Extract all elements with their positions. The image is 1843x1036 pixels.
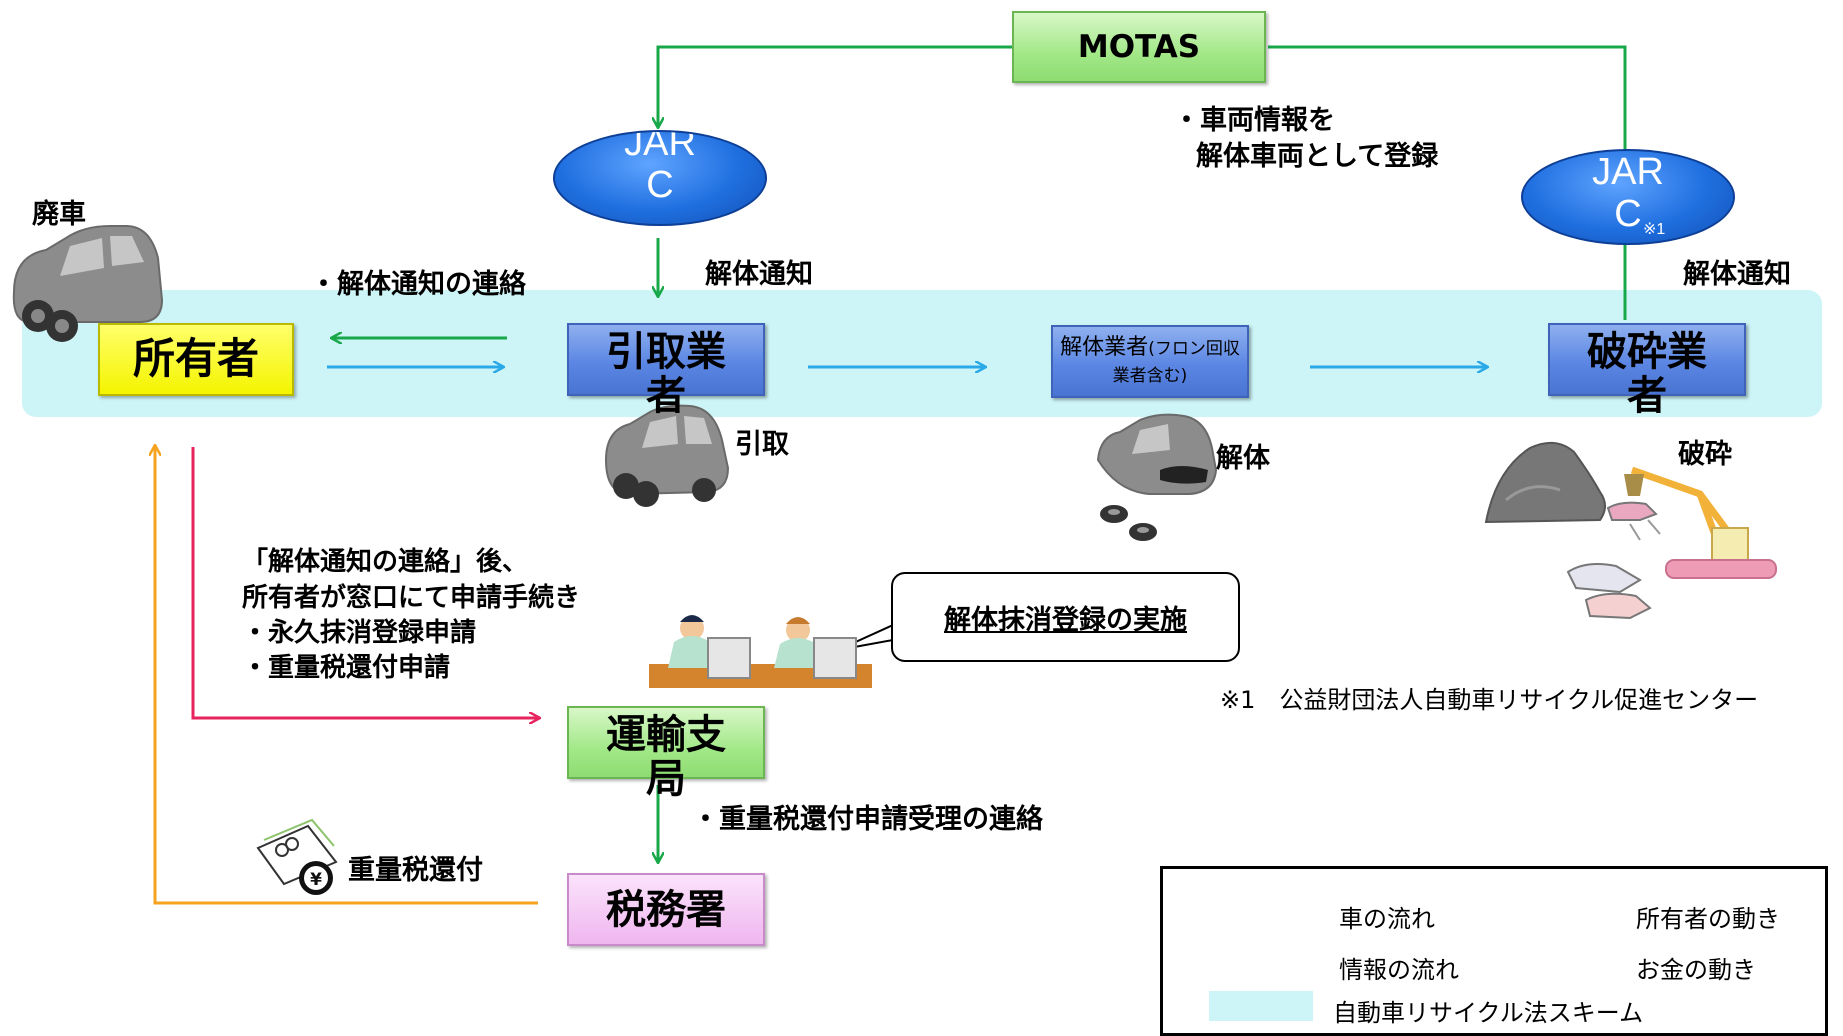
tow-car-illustration <box>604 404 730 507</box>
shredding-illustration <box>1484 441 1777 620</box>
footnote: ※1 公益財団法人自動車リサイクル促進センター <box>1220 686 1759 714</box>
line-motas-to-jarc-right <box>1268 45 1627 150</box>
tow-operator-node: 引取業者 <box>567 323 765 418</box>
shredder-label: 破砕業者 <box>1587 328 1707 419</box>
procedure-line1: 「解体通知の連絡」後、 <box>242 547 529 577</box>
notice-right-label: 解体通知 <box>1683 259 1791 290</box>
motas-node: MOTAS <box>1012 11 1266 83</box>
legend-scheme-label: 自動車リサイクル法スキーム <box>1333 999 1644 1027</box>
owner-node: 所有者 <box>98 323 294 396</box>
dismantle-car-illustration <box>1096 413 1218 541</box>
transport-bureau-label: 運輸支局 <box>606 711 726 802</box>
office-workers-illustration <box>649 615 872 688</box>
refund-label: 重量税還付 <box>348 855 483 886</box>
contact-notice-label: ・解体通知の連絡 <box>310 269 526 300</box>
shred-image-label: 破砕 <box>1678 439 1732 470</box>
dismantle-image-label: 解体 <box>1216 443 1270 474</box>
register-line1-label: ・車両情報を <box>1173 105 1335 136</box>
scrap-car-illustration <box>12 225 164 342</box>
legend-money-move-label: お金の動き <box>1636 956 1756 984</box>
tow-image-label: 引取 <box>735 429 789 460</box>
dismantler-node: 解体業者(フロン回収業者含む) <box>1051 325 1249 398</box>
yen-money-illustration: ¥ <box>256 818 338 895</box>
legend-scheme-swatch <box>1209 991 1313 1021</box>
legend-info-flow-label: 情報の流れ <box>1339 956 1459 984</box>
tow-operator-label: 引取業者 <box>606 328 726 419</box>
jarc-right-node: JARC ※1 <box>1521 149 1735 245</box>
jarc-right-label: JARC <box>1592 151 1664 235</box>
legend-car-flow-label: 車の流れ <box>1339 905 1435 933</box>
dismantler-label: 解体業者 <box>1060 334 1149 360</box>
procedure-line4: ・重量税還付申請 <box>242 653 451 683</box>
callout-text: 解体抹消登録の実施 <box>944 604 1187 636</box>
legend-box: 車の流れ 所有者の動き 情報の流れ お金の動き 自動車リサイクル法スキーム <box>1160 866 1828 1036</box>
legend-owner-move-label: 所有者の動き <box>1636 905 1780 933</box>
procedure-line3: ・永久抹消登録申請 <box>242 618 477 648</box>
tax-office-label: 税務署 <box>606 886 726 933</box>
register-line2-label: 解体車両として登録 <box>1196 141 1439 172</box>
arrow-motas-to-jarc-left <box>658 45 1012 127</box>
motas-label: MOTAS <box>1077 28 1201 65</box>
notice-left-label: 解体通知 <box>705 259 813 290</box>
owner-label: 所有者 <box>132 334 259 384</box>
deregistration-callout: 解体抹消登録の実施 <box>891 572 1240 662</box>
arrow-owner-to-transport <box>191 447 539 718</box>
jarc-left-label: JARC <box>624 130 696 206</box>
procedure-line2: 所有者が窓口にて申請手続き <box>242 583 581 613</box>
shredder-node: 破砕業者 <box>1548 323 1746 418</box>
jarc-left-node: JARC <box>553 130 767 226</box>
tax-contact-label: ・重量税還付申請受理の連絡 <box>692 804 1043 835</box>
arrow-refund-to-owner <box>155 446 538 905</box>
transport-bureau-node: 運輸支局 <box>567 706 765 801</box>
jarc-note-mark: ※1 <box>1643 221 1666 238</box>
dismantler-sublabel: (フロン回収業者含む) <box>1112 338 1240 386</box>
scrap-car-label: 廃車 <box>32 199 86 230</box>
tax-office-node: 税務署 <box>567 873 765 946</box>
recycling-scheme-band <box>22 290 1822 417</box>
svg-text:¥: ¥ <box>310 870 322 890</box>
